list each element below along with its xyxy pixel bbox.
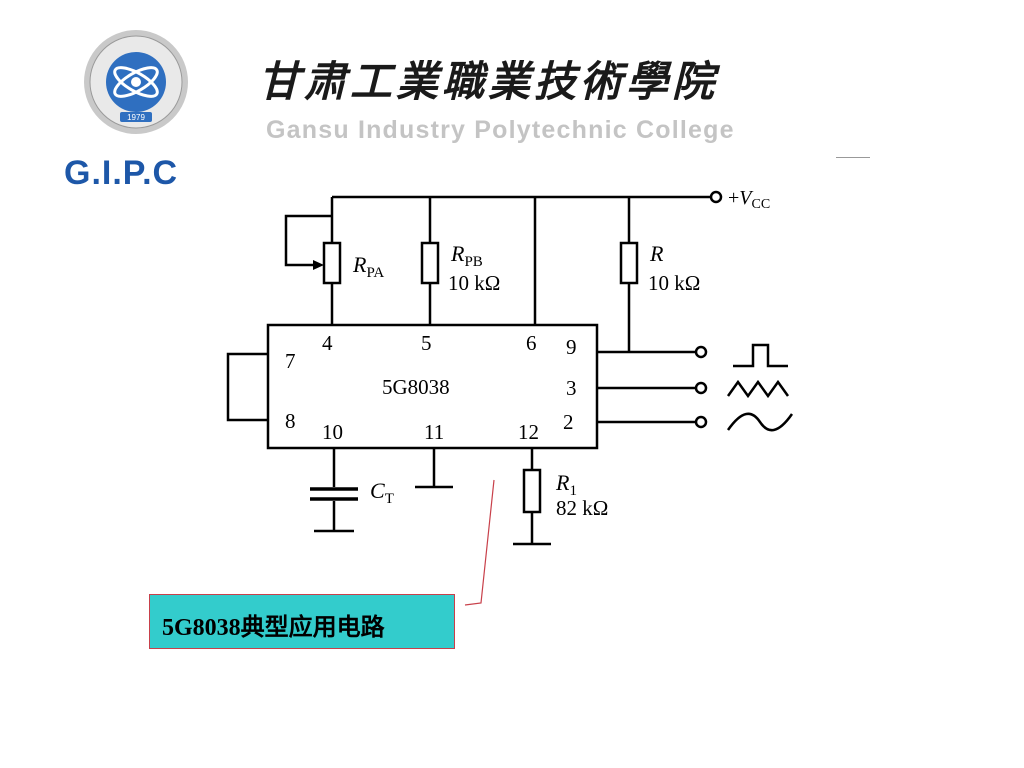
logo-text: G.I.P.C [64,154,179,192]
r1-value: 82 kΩ [556,496,608,520]
pin-2: 2 [563,410,574,434]
pin-12: 12 [518,420,539,444]
rpb-label: RPB [450,241,483,270]
pin-9: 9 [566,335,577,359]
vcc-terminal [709,190,723,204]
rpa-label: RPA [352,252,384,281]
pin-7: 7 [285,349,296,373]
ic-5g8038 [266,323,599,450]
divider [836,157,870,158]
ct-label: CT [370,478,394,507]
logo-year: 1979 [127,113,145,122]
college-name-cn: 甘肃工業職業技術學院 [258,57,719,106]
triangle-wave-icon [726,379,790,399]
r-value: 10 kΩ [648,271,700,295]
wiper-arrow-icon [313,260,324,270]
pin-5: 5 [421,331,432,355]
r-resistor [619,241,639,285]
college-name-en: Gansu Industry Polytechnic College [266,116,735,144]
pin-3: 3 [566,376,577,400]
chip-label: 5G8038 [382,375,450,399]
pin-10: 10 [322,420,343,444]
caption-text: 5G8038典型应用电路 [162,615,385,641]
callout-line [464,479,495,606]
r1-label: R1 [555,470,577,499]
sine-out-terminal [694,415,708,429]
college-seal-icon: 1979 [84,30,188,134]
r1-resistor [522,468,542,514]
caption-box: 5G8038典型应用电路 [149,594,455,649]
pin-6: 6 [526,331,537,355]
rpa-resistor [322,241,342,285]
rpb-value: 10 kΩ [448,271,500,295]
r-label: R [649,241,664,266]
pin-11: 11 [424,420,444,444]
rpb-resistor [420,241,440,285]
triangle-out-terminal [694,381,708,395]
college-logo: 1979 G.I.P.C [60,28,210,190]
square-wave-icon [733,343,788,368]
pin-4: 4 [322,331,333,355]
square-out-terminal [694,345,708,359]
vcc-label: +VCC [728,187,770,212]
pin7-8-link [226,352,268,422]
sine-wave-icon [726,412,794,432]
pin-8: 8 [285,409,296,433]
